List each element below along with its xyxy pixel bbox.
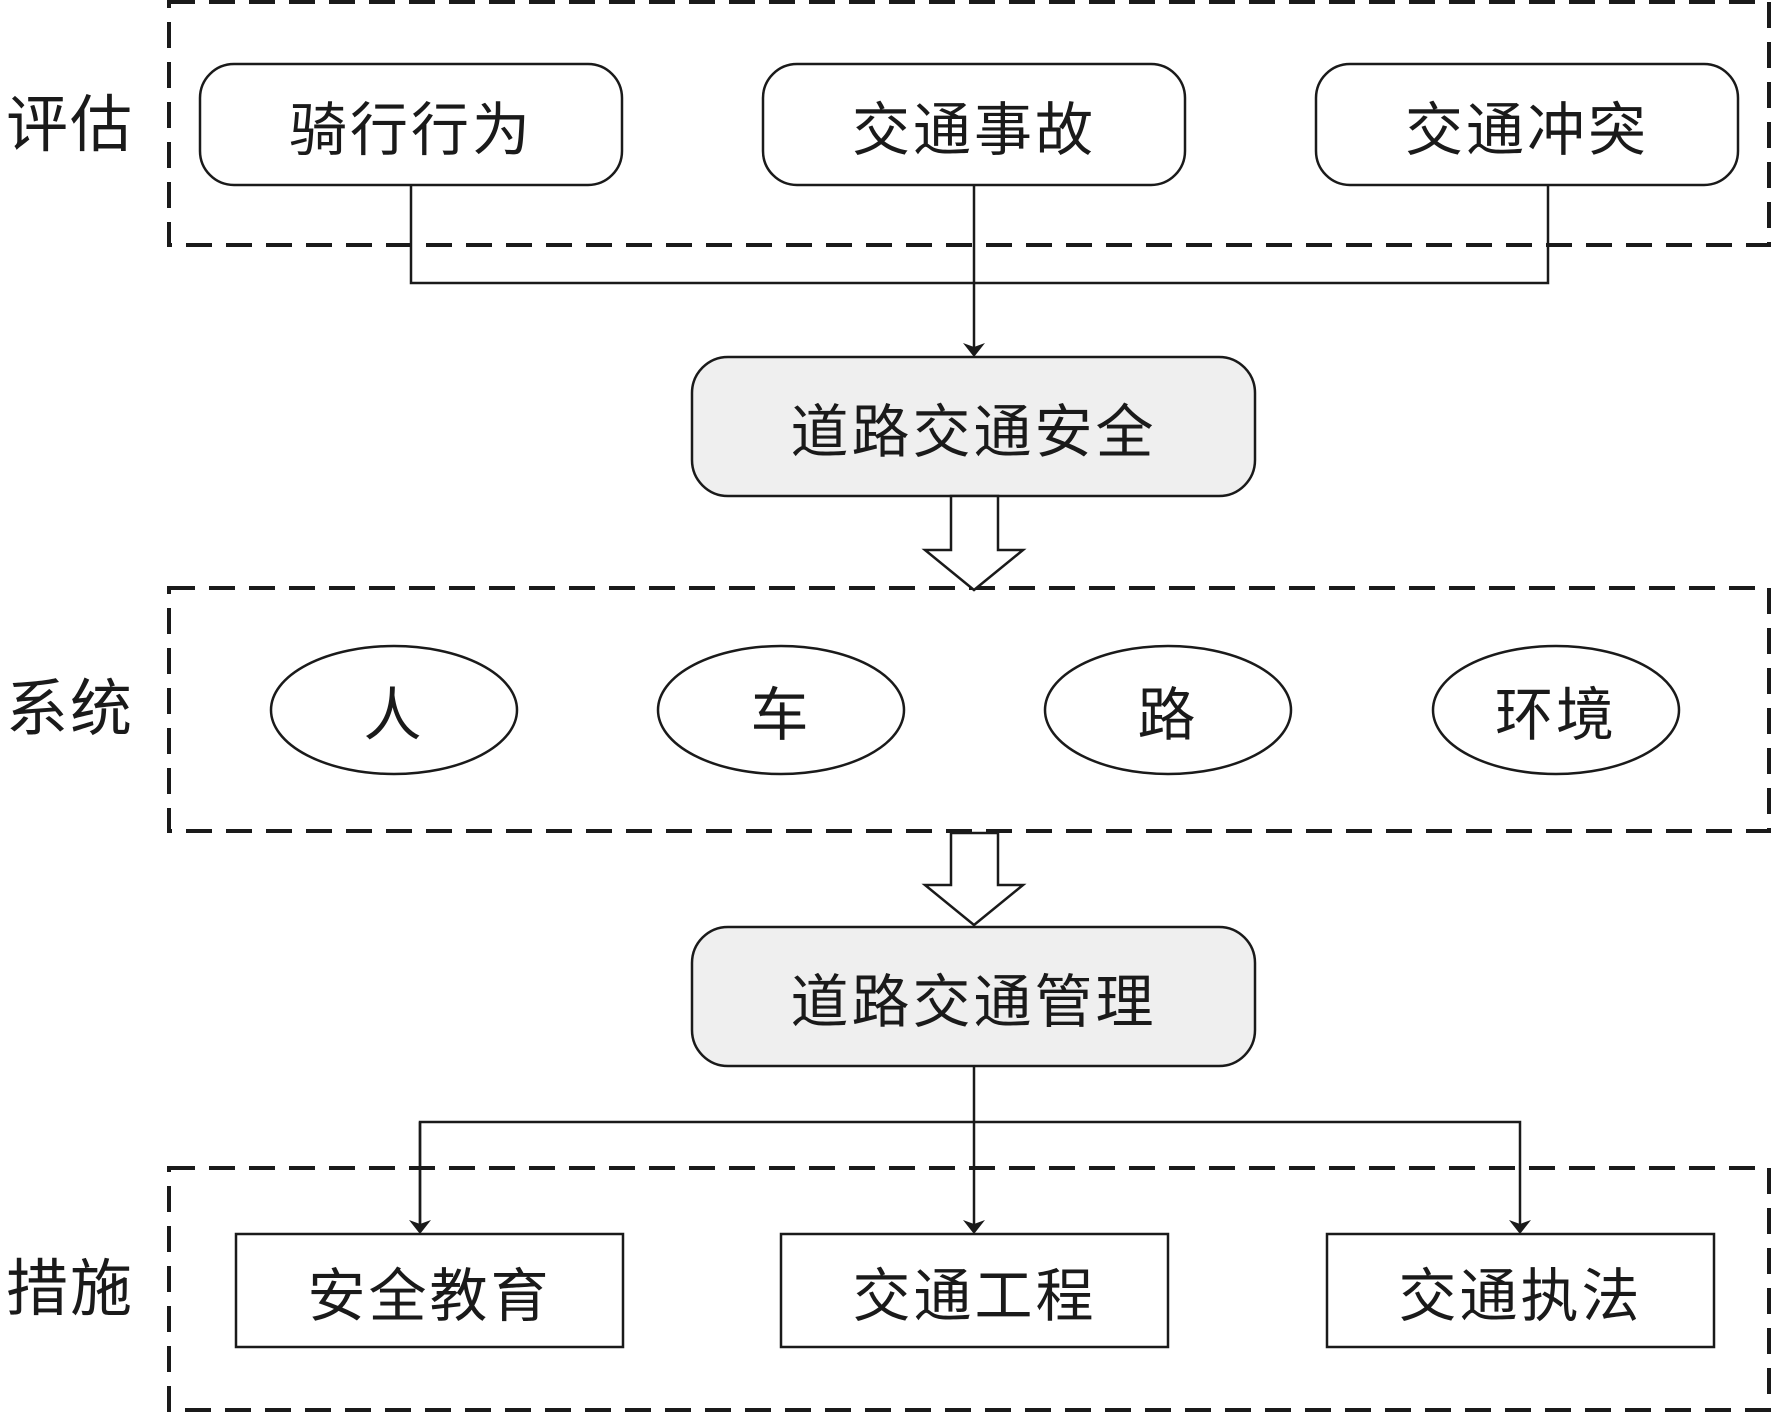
connector-assessment-merge [409, 185, 1550, 285]
assessment-item-label: 交通事故 [851, 95, 1096, 164]
measure-box-1 [234, 1232, 625, 1349]
block-arrow-safety-to-system [921, 494, 1027, 592]
block-arrow-system-to-management [921, 831, 1027, 927]
assessment-item-traffic-accident: 交通事故 [763, 64, 1185, 185]
system-item-vehicle: 车 [658, 646, 904, 774]
assessment-item-label: 骑行行为 [288, 95, 533, 164]
system-group-label: 系统 [5, 672, 134, 745]
road-traffic-management-node: 道路交通管理 [692, 927, 1255, 1066]
road-traffic-safety-node: 道路交通安全 [692, 357, 1255, 496]
assessment-item-riding-behavior: 骑行行为 [200, 64, 622, 185]
measure-box-2 [779, 1232, 1170, 1349]
measure-item-traffic-engineering: 交通工程 [781, 1234, 1168, 1347]
assessment-item-label: 交通冲突 [1404, 95, 1649, 164]
system-item-label: 环境 [1494, 681, 1617, 749]
system-node-4 [1431, 644, 1681, 776]
system-node-3 [1043, 644, 1293, 776]
measure-item-label: 安全教育 [307, 1261, 552, 1330]
system-item-label: 路 [1137, 681, 1199, 749]
system-item-label: 人 [363, 681, 425, 749]
measure-box-3 [1325, 1232, 1716, 1349]
system-item-road: 路 [1045, 646, 1291, 774]
measure-item-label: 交通执法 [1398, 1261, 1643, 1330]
system-group-frame [167, 586, 1771, 833]
system-item-label: 车 [750, 681, 812, 749]
system-node-2 [656, 644, 906, 776]
assessment-group-frame [167, 0, 1771, 247]
connector-measures-branch [418, 1120, 1531, 1234]
measures-group-frame [167, 1166, 1771, 1412]
measure-item-label: 交通工程 [852, 1261, 1097, 1330]
measures-group-label: 措施 [5, 1252, 134, 1325]
assessment-group-label: 评估 [5, 88, 134, 161]
measure-item-traffic-enforcement: 交通执法 [1327, 1234, 1714, 1347]
center-label: 道路交通管理 [790, 967, 1157, 1036]
system-item-person: 人 [271, 646, 517, 774]
center-label: 道路交通安全 [790, 397, 1157, 466]
assessment-item-traffic-conflict: 交通冲突 [1316, 64, 1738, 185]
measure-item-safety-education: 安全教育 [236, 1234, 623, 1347]
system-node-1 [269, 644, 519, 776]
system-item-environment: 环境 [1433, 646, 1679, 774]
assessment-box-3 [1314, 62, 1740, 187]
